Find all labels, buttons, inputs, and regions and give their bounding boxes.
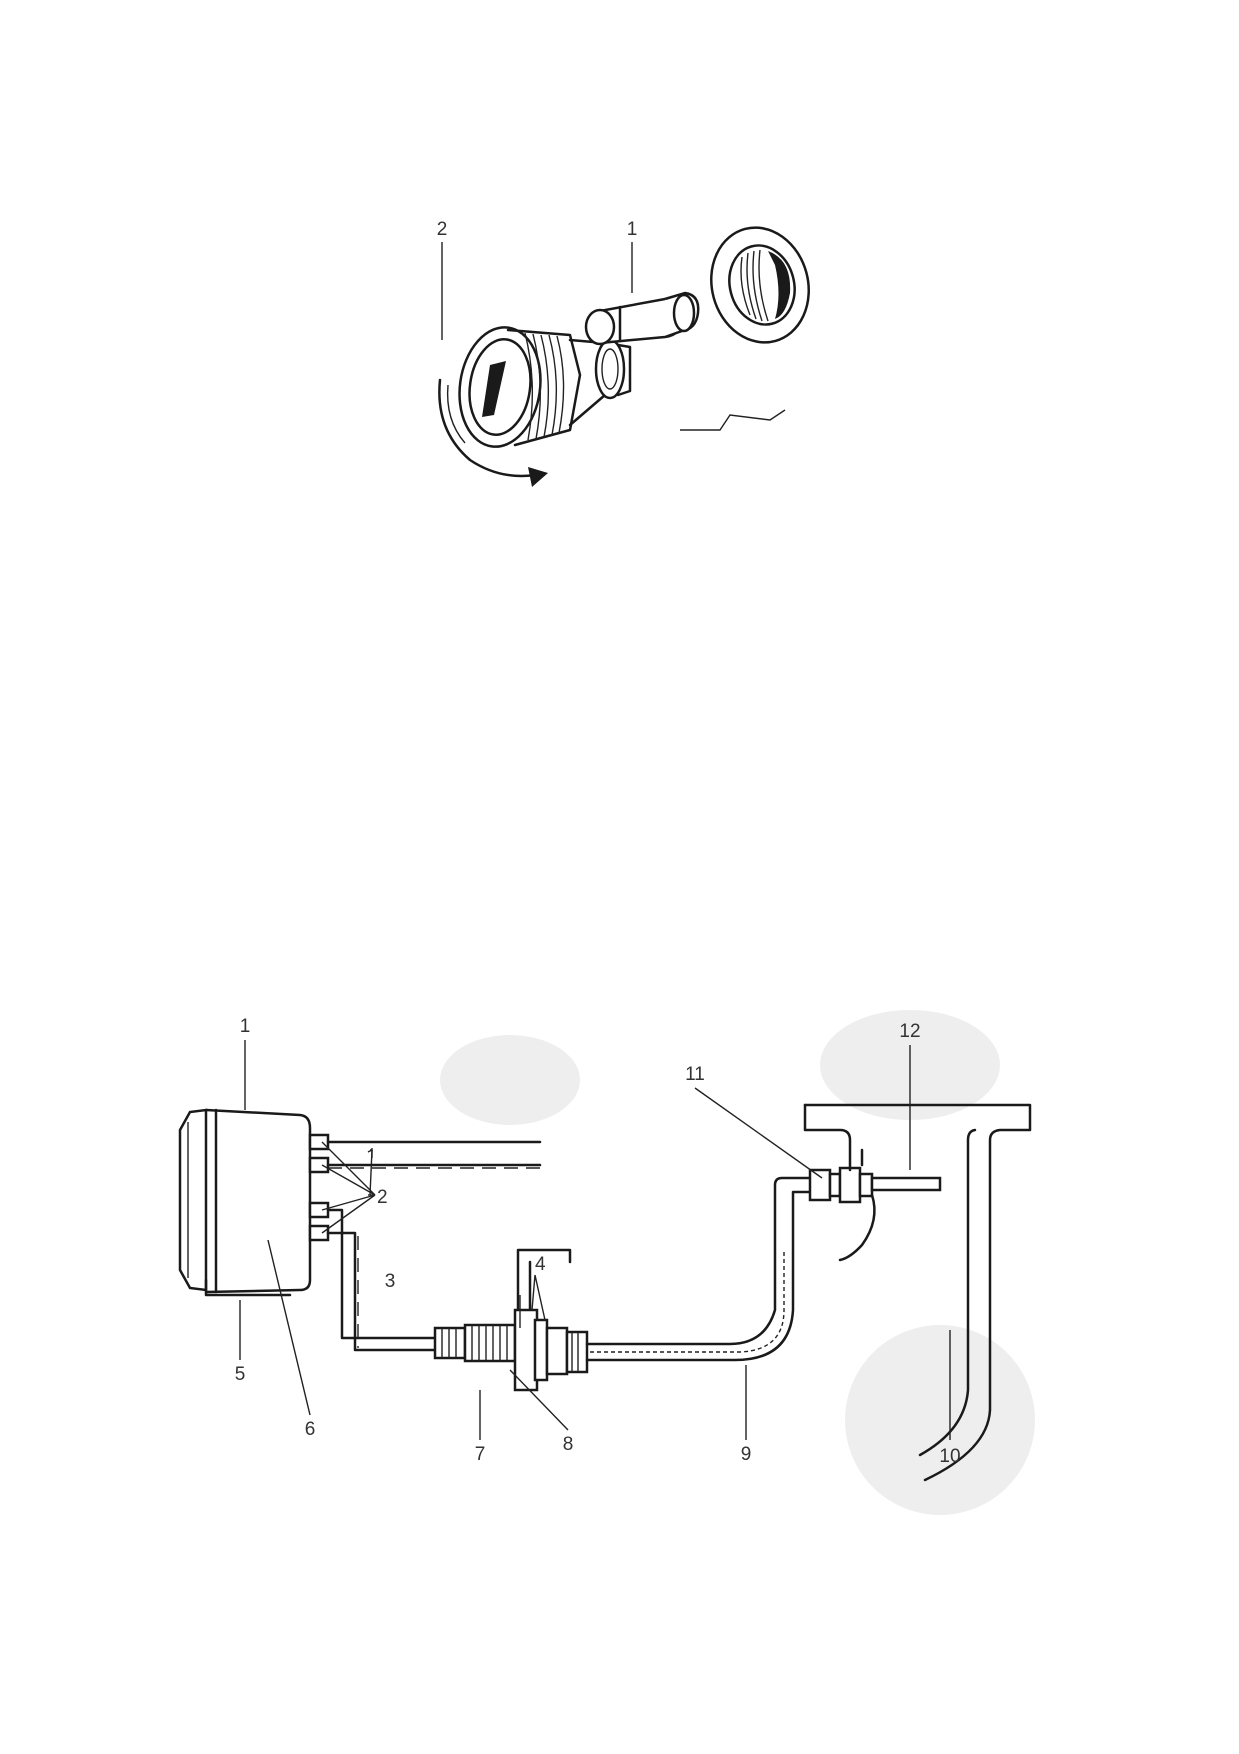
callout-7: 7 — [475, 1444, 486, 1465]
callout-10: 10 — [939, 1446, 960, 1467]
gauge-installation-figure: 1 12 11 2 4 3 5 6 7 8 9 10 — [150, 1010, 1180, 1570]
callout-2: 2 — [437, 219, 448, 240]
union-fitting — [808, 1166, 942, 1262]
callout-9: 9 — [741, 1444, 752, 1465]
callout-12: 12 — [899, 1021, 920, 1042]
fuse-holder-cap — [458, 326, 632, 448]
callout-2: 2 — [377, 1187, 388, 1208]
gauge-instrument — [178, 1108, 330, 1297]
sender-fitting — [433, 1248, 589, 1392]
wiring — [326, 1140, 542, 1352]
ring-nut — [710, 226, 810, 344]
fuse-holder-drawing: 2 1 — [437, 219, 810, 487]
callout-1: 1 — [627, 219, 638, 240]
leader-lines — [239, 1040, 951, 1440]
fuse-cartridge — [584, 291, 700, 346]
callout-6: 6 — [305, 1419, 316, 1440]
fuse-holder-figure: 2 1 — [420, 215, 890, 495]
capillary-tube — [585, 1176, 812, 1362]
gauge-installation-drawing: 1 12 11 2 4 3 5 6 7 8 9 10 — [178, 1010, 1035, 1515]
engine-housing — [803, 1103, 1032, 1482]
rotation-arrow-icon — [438, 378, 548, 487]
callout-4: 4 — [535, 1254, 546, 1275]
callout-8: 8 — [563, 1434, 574, 1455]
callout-5: 5 — [235, 1364, 246, 1385]
callout-11: 11 — [685, 1064, 705, 1085]
callout-3: 3 — [385, 1271, 396, 1292]
gauge-terminals — [308, 1133, 330, 1242]
callout-1: 1 — [240, 1016, 251, 1037]
